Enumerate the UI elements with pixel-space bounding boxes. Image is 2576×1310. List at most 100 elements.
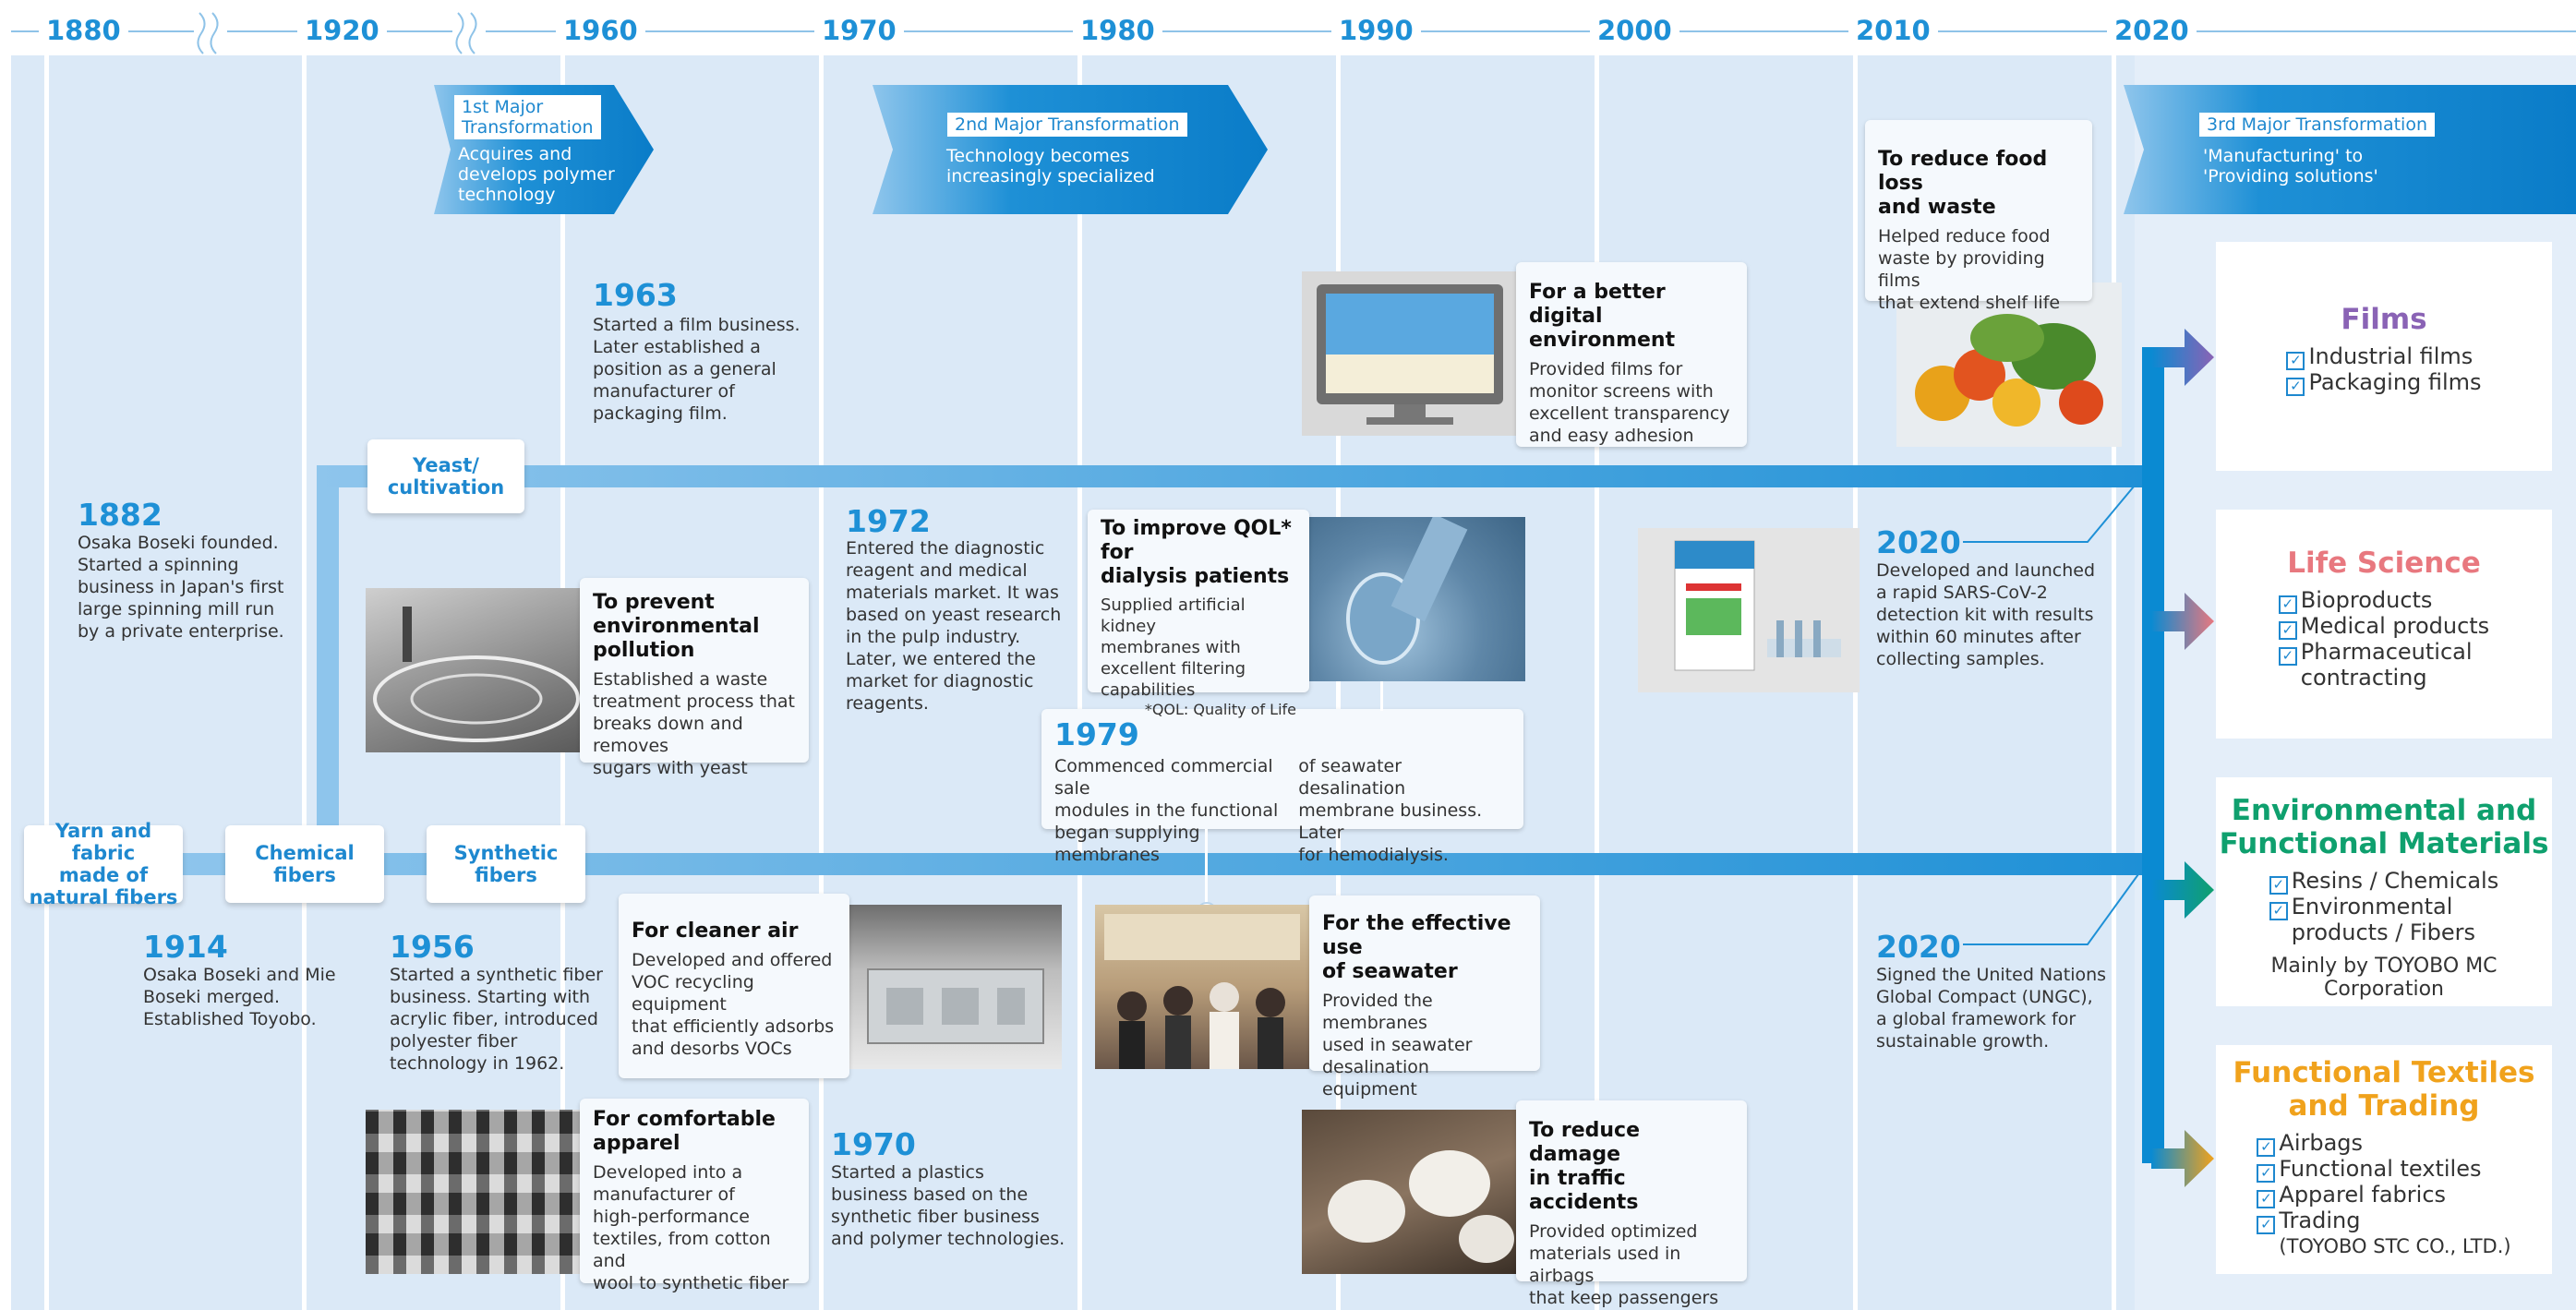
year-label: 1970 bbox=[814, 15, 904, 46]
check-icon: ✓ bbox=[2257, 1138, 2276, 1157]
transformation-badge-3: 3rd Major Transformation bbox=[2199, 113, 2436, 137]
segment-list: ✓Industrial films ✓Packaging films bbox=[2286, 343, 2482, 396]
segment-trunk-top bbox=[2142, 347, 2164, 487]
year-label: 1880 bbox=[39, 15, 128, 46]
segment-footer: Mainly by TOYOBO MC Corporation bbox=[2270, 955, 2498, 1001]
check-icon: ✓ bbox=[2278, 647, 2297, 666]
connector-line bbox=[1963, 486, 2135, 543]
segment-title: Life Science bbox=[2287, 547, 2481, 580]
transformation-text-2: Technology becomes increasingly speciali… bbox=[946, 146, 1155, 186]
qol-footnote: *QOL: Quality of Life bbox=[1144, 701, 1296, 718]
textile-spindles-photo bbox=[366, 1110, 582, 1274]
seawater-signing-photo bbox=[1095, 905, 1309, 1069]
year-label: 1920 bbox=[297, 15, 387, 46]
milestone-year-2020-ungc: 2020 bbox=[1876, 929, 1961, 965]
voc-equipment-photo bbox=[849, 905, 1062, 1069]
segment-title: Films bbox=[2341, 303, 2427, 336]
segment-list: ✓Bioproducts ✓Medical products ✓Pharmace… bbox=[2278, 587, 2489, 691]
food-packaging-photo bbox=[1896, 282, 2122, 447]
milestone-year-1972: 1972 bbox=[846, 503, 931, 539]
transformation-text-1: Acquires and develops polymer technology bbox=[458, 144, 615, 205]
year-label: 2020 bbox=[2107, 15, 2197, 46]
milestone-year-1882: 1882 bbox=[78, 497, 163, 533]
yeast-stream-bar bbox=[317, 465, 2147, 487]
check-icon: ✓ bbox=[2257, 1164, 2276, 1183]
films-arrow bbox=[2151, 329, 2214, 386]
yeast-stream-vertical bbox=[317, 465, 339, 862]
check-icon: ✓ bbox=[2269, 876, 2288, 895]
connector-line bbox=[1963, 873, 2139, 945]
year-gridline bbox=[44, 55, 49, 1310]
environmental-arrow bbox=[2151, 861, 2214, 919]
check-icon: ✓ bbox=[2269, 902, 2288, 920]
year-gridline bbox=[2112, 55, 2116, 1310]
check-icon: ✓ bbox=[2278, 621, 2297, 640]
airbag-photo bbox=[1302, 1110, 1518, 1274]
transformation-badge-2: 2nd Major Transformation bbox=[947, 113, 1187, 137]
life-science-arrow bbox=[2151, 593, 2214, 650]
year-gridline bbox=[1595, 55, 1599, 1310]
year-label: 1980 bbox=[1073, 15, 1162, 46]
segment-films: Films ✓Industrial films ✓Packaging films bbox=[2216, 242, 2552, 471]
milestone-year-1970: 1970 bbox=[831, 1126, 916, 1162]
axis-break-icon bbox=[194, 11, 227, 55]
year-label: 1990 bbox=[1331, 15, 1421, 46]
check-icon: ✓ bbox=[2257, 1216, 2276, 1234]
detection-kit-photo bbox=[1638, 528, 1860, 692]
waste-treatment-photo bbox=[366, 588, 582, 752]
connector-line bbox=[1380, 663, 1383, 711]
kidney-membrane-photo bbox=[1309, 517, 1525, 681]
year-gridline bbox=[1077, 55, 1082, 1310]
transformation-text-3: 'Manufacturing' to 'Providing solutions' bbox=[2203, 146, 2378, 186]
tag-yeast-cultivation: Yeast/cultivation bbox=[367, 439, 524, 513]
year-axis-line bbox=[11, 30, 2576, 32]
milestone-year-1963: 1963 bbox=[593, 277, 678, 313]
check-icon: ✓ bbox=[2257, 1190, 2276, 1208]
milestone-year-1914: 1914 bbox=[143, 929, 228, 965]
segment-trunk bbox=[2142, 465, 2164, 1163]
year-label: 2000 bbox=[1590, 15, 1679, 46]
check-icon: ✓ bbox=[2286, 378, 2305, 396]
monitor-photo bbox=[1302, 271, 1518, 436]
check-icon: ✓ bbox=[2278, 595, 2297, 614]
check-icon: ✓ bbox=[2286, 352, 2305, 370]
milestone-year-1956: 1956 bbox=[390, 929, 475, 965]
axis-break-icon bbox=[452, 11, 486, 55]
textiles-arrow bbox=[2151, 1130, 2214, 1187]
year-gridline bbox=[819, 55, 824, 1310]
milestone-year-1979: 1979 bbox=[1054, 716, 1139, 752]
segment-list: ✓Airbags ✓Functional textiles ✓Apparel f… bbox=[2257, 1130, 2511, 1259]
year-gridline bbox=[302, 55, 307, 1310]
milestone-year-2020-kit: 2020 bbox=[1876, 524, 1961, 560]
connector-line bbox=[1205, 829, 1208, 910]
segment-life-science: Life Science ✓Bioproducts ✓Medical produ… bbox=[2216, 510, 2552, 739]
milestone-text-1963: Started a film business.Later establishe… bbox=[593, 315, 800, 424]
year-label: 2010 bbox=[1848, 15, 1938, 46]
year-gridline bbox=[1336, 55, 1341, 1310]
